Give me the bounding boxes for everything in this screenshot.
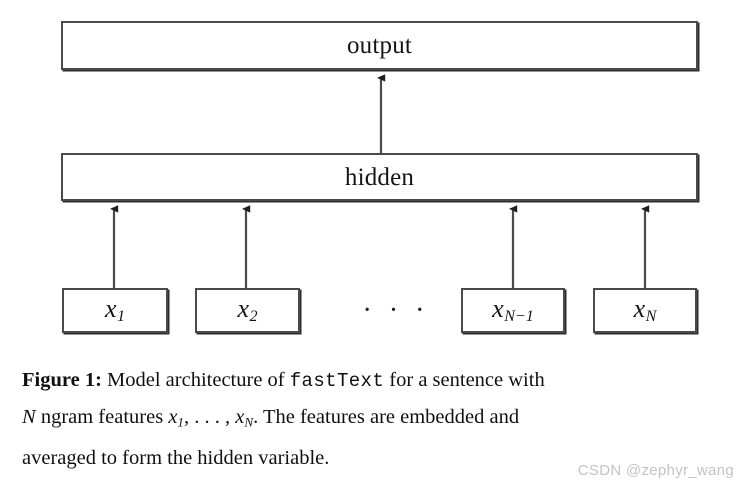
caption-math-x-1: x1 — [168, 406, 184, 430]
figure-caption: Figure 1: Model architecture of fastText… — [22, 362, 728, 476]
caption-line-1: Figure 1: Model architecture of fastText… — [22, 362, 728, 399]
input-label-x-n: xN — [633, 293, 657, 326]
input-box-x-1: x1 — [62, 288, 168, 333]
figure-diagram: output hidden x1 x2 · · · xN−1 xN — [61, 21, 698, 333]
arrow-layer — [109, 74, 650, 288]
caption-text-after-mono: for a sentence with — [384, 369, 545, 391]
input-label-x-1: x1 — [104, 293, 126, 326]
hidden-layer-label: hidden — [344, 163, 415, 191]
hidden-layer-box: hidden — [61, 153, 698, 201]
caption-line-2: N ngram features x1, . . . , xN. The fea… — [22, 399, 728, 440]
caption-text-a: ngram features — [35, 406, 169, 428]
output-layer-label: output — [346, 32, 413, 59]
input-box-x-2: x2 — [195, 288, 300, 333]
caption-var-n: N — [22, 406, 36, 428]
input-label-x-2: x2 — [237, 293, 258, 326]
caption-figure-number: Figure 1: — [22, 369, 102, 391]
caption-math-x-n: xN — [235, 406, 254, 430]
caption-math-dots: , . . . , — [183, 406, 236, 428]
ellipsis-indicator: · · · — [362, 295, 430, 326]
caption-text-before-mono: Model architecture of — [101, 369, 290, 391]
watermark-label: CSDN @zephyr_wang — [577, 462, 734, 479]
caption-line-3: averaged to form the hidden variable. — [22, 447, 330, 470]
input-box-x-n-minus-1: xN−1 — [461, 288, 565, 333]
input-label-x-n-minus-1: xN−1 — [492, 293, 534, 326]
output-layer-box: output — [61, 21, 698, 70]
caption-text-b: . The features are embedded and — [253, 406, 520, 428]
input-box-x-n: xN — [593, 288, 697, 333]
caption-mono-term: fastText — [289, 370, 385, 392]
